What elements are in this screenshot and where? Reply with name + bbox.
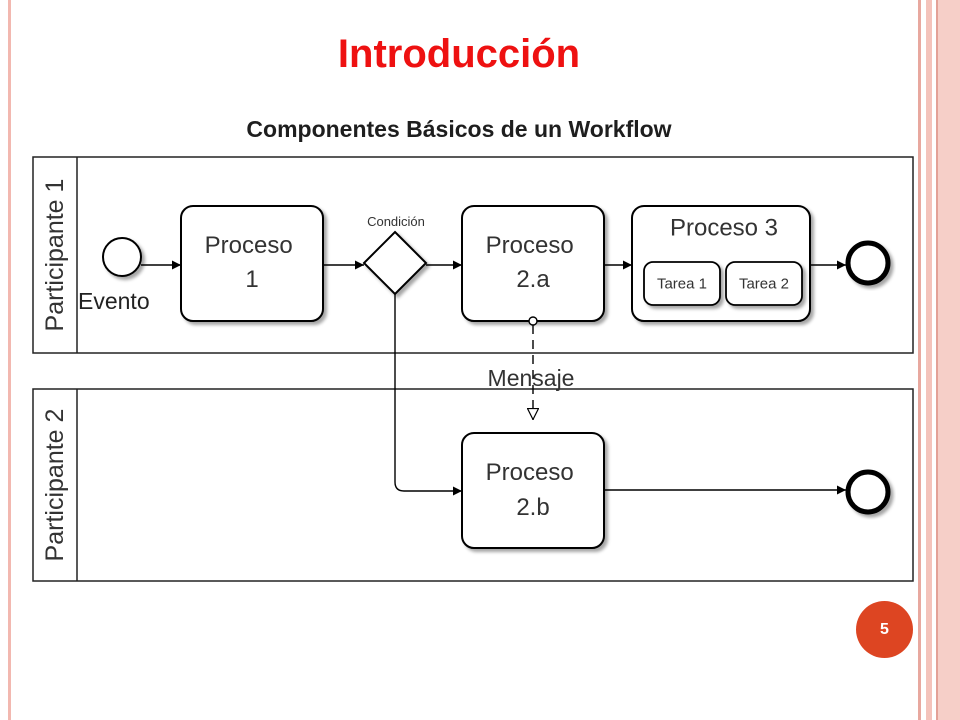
task-proceso-2b: Proceso 2.b (461, 432, 605, 549)
svg-text:Proceso 1: Proceso 1 (205, 232, 300, 293)
right-border-stripe (926, 0, 932, 720)
message-flow: Mensaje (488, 316, 575, 420)
task-tarea-1: Tarea 1 (643, 261, 721, 306)
lane-label: Participante 2 (41, 409, 69, 562)
task-label-line: 2.b (516, 494, 549, 521)
task-label-line: Proceso (486, 459, 574, 486)
start-event-label: Evento (78, 288, 150, 314)
task-label-line: 1 (245, 266, 258, 293)
end-event (845, 469, 891, 515)
task-label-line: 2.a (516, 266, 550, 293)
sequence-flow (394, 294, 462, 496)
task-label-line: Proceso (205, 232, 293, 259)
slide-subtitle: Componentes Básicos de un Workflow (246, 116, 672, 142)
subprocess-proceso-3: Proceso 3 Tarea 1 Tarea 2 (631, 205, 811, 322)
left-border-decoration (8, 0, 11, 720)
task-label-line: Proceso (486, 232, 574, 259)
gateway-condicion: Condición (362, 214, 428, 296)
end-event (845, 240, 891, 286)
task-proceso-1: Proceso 1 (180, 205, 324, 322)
gateway-label: Condición (367, 214, 425, 229)
message-label: Mensaje (488, 365, 575, 391)
svg-text:Proceso 2.b: Proceso 2.b (486, 459, 581, 521)
task-label: Tarea 1 (657, 276, 707, 293)
page-number-badge: 5 (856, 601, 913, 658)
task-label: Tarea 2 (739, 276, 789, 293)
svg-text:Proceso 2.a: Proceso 2.a (486, 232, 581, 293)
lane-label: Participante 1 (41, 179, 69, 332)
task-proceso-2a: Proceso 2.a (461, 205, 605, 322)
subprocess-label: Proceso 3 (670, 215, 778, 242)
right-border-band (936, 0, 960, 720)
start-event: Evento (78, 237, 150, 314)
task-tarea-2: Tarea 2 (725, 261, 803, 306)
slide-title: Introducción (337, 32, 581, 76)
right-border-stripe (918, 0, 921, 720)
